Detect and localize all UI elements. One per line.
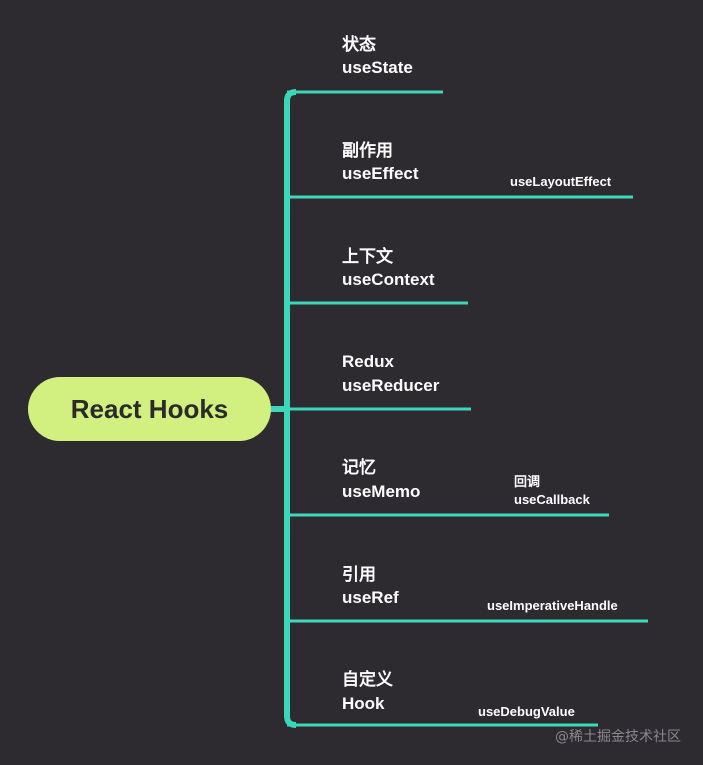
branch-extra-useimperativehandle: useImperativeHandle [487,598,618,613]
watermark: @稀土掘金技术社区 [555,729,681,745]
branch-hook-usecontext: useContext [342,270,435,289]
branch-hook-usestate: useState [342,58,413,77]
branch-hook-usereducer: useReducer [342,376,440,395]
branch-extra-title-callback: 回调 [514,474,541,489]
branch-title-custom: 自定义 [342,670,393,689]
branch-title-ref: 引用 [342,565,376,584]
branch-hook-usememo: useMemo [342,482,421,501]
branch-title-state: 状态 [342,35,376,54]
branch-extra-uselayouteffect: useLayoutEffect [510,174,612,189]
branch-hook-hook: Hook [342,694,385,713]
branch-title-redux: Redux [342,352,394,371]
branch-title-effect: 副作用 [342,141,393,160]
root-label: React Hooks [70,393,229,424]
branch-hook-useref: useRef [342,588,399,607]
branch-extra-usedebugvalue: useDebugValue [478,704,575,719]
branch-extra-usecallback: useCallback [514,492,590,507]
branch-title-context: 上下文 [342,247,393,266]
root-node[interactable]: React Hooks [28,377,271,441]
branch-hook-useeffect: useEffect [342,164,419,183]
branch-title-memo: 记忆 [342,458,376,477]
